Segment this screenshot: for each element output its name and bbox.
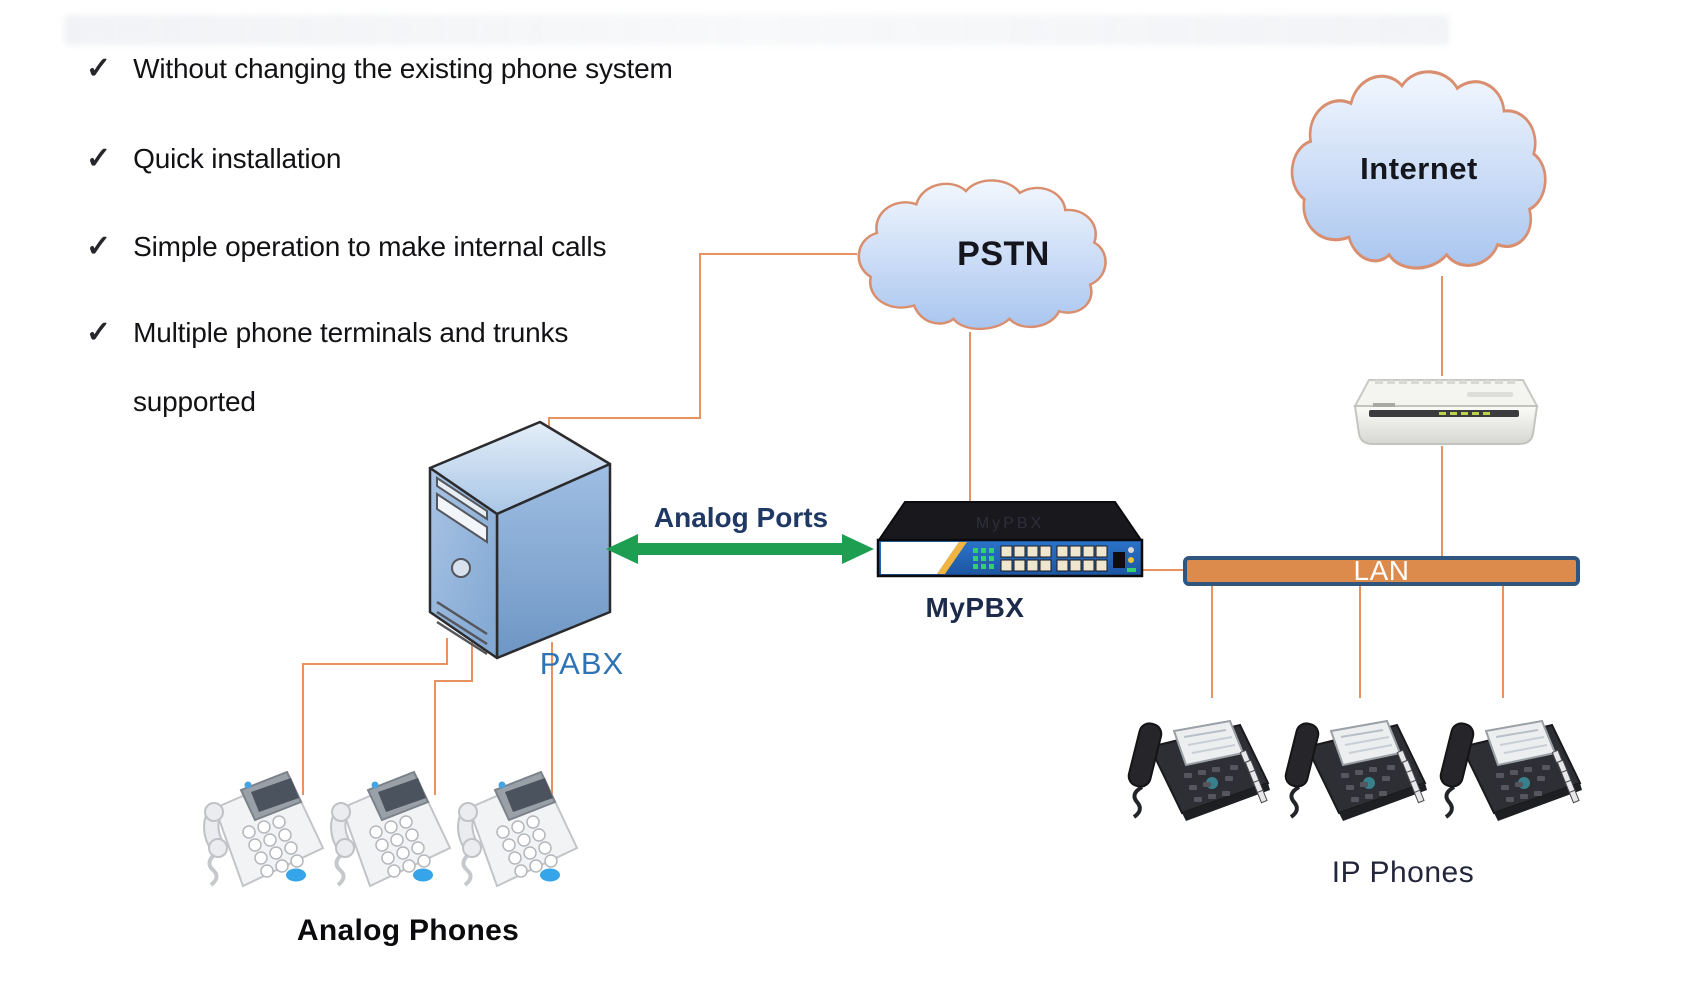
pstn-label: PSTN xyxy=(957,234,1050,273)
checkmark-icon: ✓ xyxy=(86,142,112,175)
connector-pabx-to-pstn-bottom xyxy=(548,417,701,419)
pstn-cloud: PSTN xyxy=(850,170,1115,338)
analog-ports-arrow-icon xyxy=(606,534,874,564)
connector-pstn-to-mypbx xyxy=(969,332,971,502)
feature-text: Multiple phone terminals and trunks xyxy=(133,317,569,348)
checkmark-icon: ✓ xyxy=(86,316,112,349)
ip-phone-graphic xyxy=(1281,719,1429,823)
connector-pabx-top-stub xyxy=(548,417,550,429)
analog-phone-graphic xyxy=(456,770,579,888)
connector-pabx-to-analog2-c xyxy=(434,680,436,795)
feature-item-4-continuation: supported xyxy=(133,386,256,417)
pabx-label: PABX xyxy=(539,646,625,681)
connector-pabx-to-analog2-b xyxy=(434,680,473,682)
feature-item-4: ✓ Multiple phone terminals and trunks xyxy=(86,316,568,350)
analog-phone-graphic xyxy=(202,770,325,888)
connector-mypbx-to-lan xyxy=(1141,569,1185,571)
feature-text: Quick installation xyxy=(133,143,342,174)
connector-lan-to-ipphone-1 xyxy=(1211,586,1213,698)
lan-label: LAN xyxy=(1353,555,1410,586)
router-graphic xyxy=(1353,379,1539,445)
ip-phones-label: IP Phones xyxy=(1331,856,1475,889)
feature-text: Without changing the existing phone syst… xyxy=(133,53,673,84)
ip-phone-graphic xyxy=(1436,719,1584,823)
mypbx-device-graphic: MyPBX xyxy=(876,501,1144,578)
connector-pabx-to-analog1-a xyxy=(446,638,448,665)
ip-phone-graphic xyxy=(1124,719,1272,823)
connector-lan-to-ipphone-2 xyxy=(1359,586,1361,698)
connector-pabx-to-analog1-b xyxy=(302,663,448,665)
analog-phone-graphic xyxy=(329,770,452,888)
internet-label: Internet xyxy=(1360,151,1478,186)
connector-internet-to-router xyxy=(1441,276,1443,376)
pabx-server-graphic xyxy=(428,420,612,660)
connector-pabx-to-pstn-top xyxy=(700,253,857,255)
internet-cloud: Internet xyxy=(1283,58,1555,280)
connector-pabx-to-analog2-a xyxy=(471,638,473,682)
analog-phones-label: Analog Phones xyxy=(296,914,520,947)
connector-pabx-to-pstn-vertical xyxy=(699,253,701,419)
feature-item-3: ✓ Simple operation to make internal call… xyxy=(86,230,606,264)
checkmark-icon: ✓ xyxy=(86,230,112,263)
connector-router-to-lan xyxy=(1441,446,1443,558)
checkmark-icon: ✓ xyxy=(86,52,112,85)
feature-text: Simple operation to make internal calls xyxy=(133,231,607,262)
faded-watermark-band xyxy=(64,15,1449,45)
feature-item-1: ✓ Without changing the existing phone sy… xyxy=(86,52,673,86)
connector-lan-to-ipphone-3 xyxy=(1502,586,1504,698)
feature-item-2: ✓ Quick installation xyxy=(86,142,341,176)
connector-pabx-to-analog3 xyxy=(551,642,553,795)
mypbx-label: MyPBX xyxy=(925,592,1025,623)
mypbx-emboss-text: MyPBX xyxy=(976,515,1044,532)
connector-pabx-to-analog1-c xyxy=(302,663,304,795)
lan-bus-bar: LAN xyxy=(1183,556,1580,586)
analog-ports-label: Analog Ports xyxy=(653,502,829,533)
